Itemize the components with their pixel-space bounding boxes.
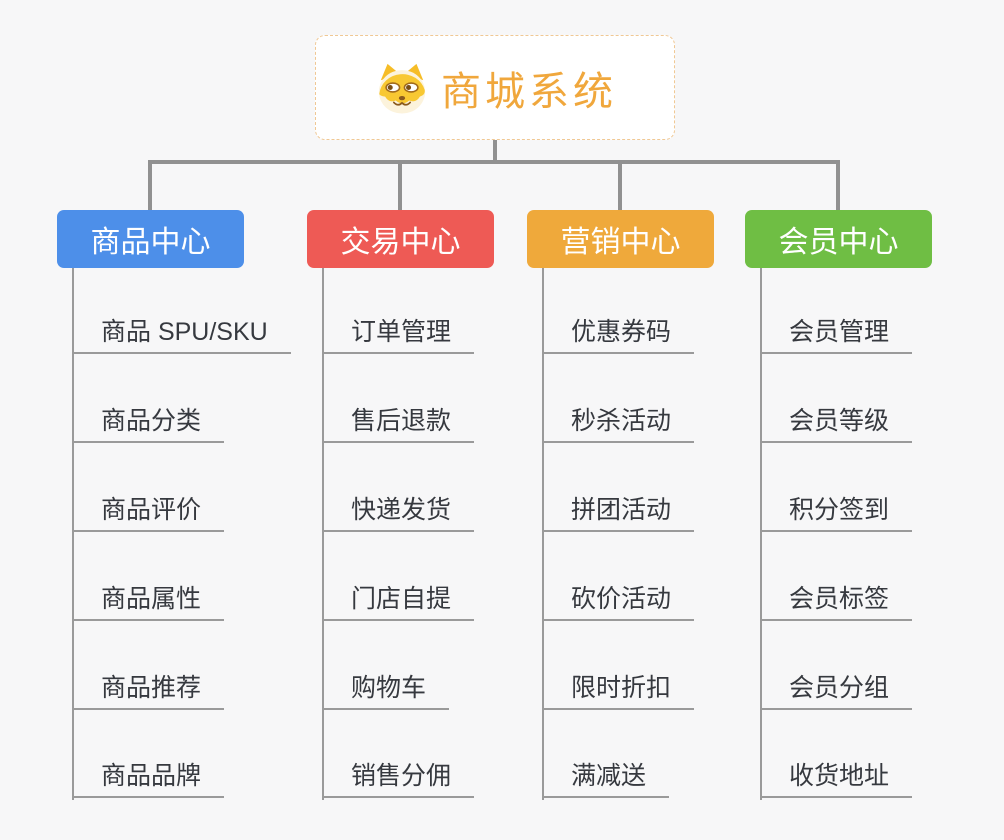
leaf-node[interactable]: 快递发货 [322,495,475,532]
leaf-node[interactable]: 购物车 [322,673,450,710]
leaf-node[interactable]: 秒杀活动 [542,406,695,443]
leaf-node[interactable]: 砍价活动 [542,584,695,621]
connector-column-stem [760,268,762,800]
leaf-node[interactable]: 限时折扣 [542,673,695,710]
connector-column-stem [542,268,544,800]
leaf-node[interactable]: 会员分组 [760,673,913,710]
leaf-node[interactable]: 订单管理 [322,317,475,354]
leaf-node[interactable]: 商品分类 [72,406,225,443]
dog-icon [378,63,426,114]
leaf-node[interactable]: 门店自提 [322,584,475,621]
leaf-node[interactable]: 优惠券码 [542,317,695,354]
connector-drop [398,160,402,210]
leaf-node[interactable]: 拼团活动 [542,495,695,532]
leaf-node[interactable]: 满减送 [542,761,670,798]
connector-drop [618,160,622,210]
leaf-node[interactable]: 收货地址 [760,761,913,798]
leaf-node[interactable]: 销售分佣 [322,761,475,798]
connector-drop [148,160,152,210]
leaf-node[interactable]: 商品 SPU/SKU [72,317,291,354]
leaf-node[interactable]: 售后退款 [322,406,475,443]
connector-column-stem [322,268,324,800]
leaf-node[interactable]: 会员标签 [760,584,913,621]
connector-column-stem [72,268,74,800]
connector-drop [836,160,840,210]
branch-node-member-center[interactable]: 会员中心 [745,210,932,268]
leaf-node[interactable]: 会员管理 [760,317,913,354]
branch-node-marketing-center[interactable]: 营销中心 [527,210,714,268]
leaf-node[interactable]: 会员等级 [760,406,913,443]
branch-node-product-center[interactable]: 商品中心 [57,210,244,268]
branch-node-trade-center[interactable]: 交易中心 [307,210,494,268]
leaf-node[interactable]: 商品评价 [72,495,225,532]
leaf-node[interactable]: 商品属性 [72,584,225,621]
leaf-node[interactable]: 商品推荐 [72,673,225,710]
connector-root-stem [493,140,497,164]
leaf-node[interactable]: 积分签到 [760,495,913,532]
root-title: 商城系统 [441,69,617,114]
connector-bus [148,160,840,164]
root-node[interactable]: 商城系统 [315,35,675,140]
leaf-node[interactable]: 商品品牌 [72,761,225,798]
